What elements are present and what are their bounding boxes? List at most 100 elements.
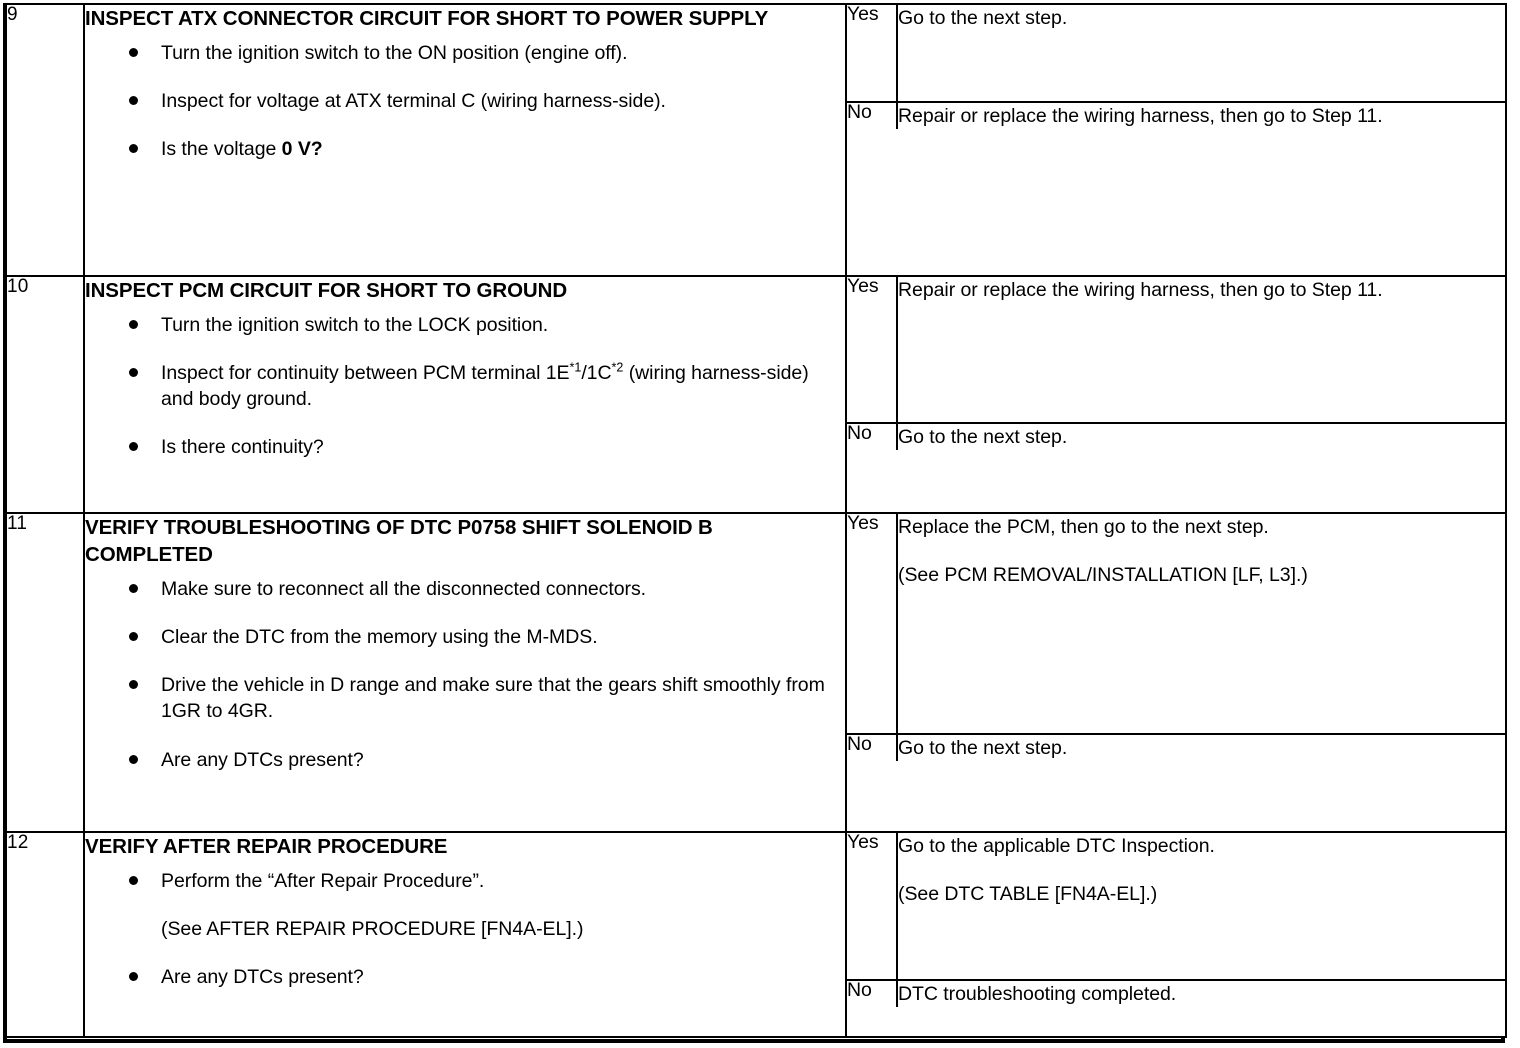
action-line: Go to the applicable DTC Inspection. [898, 835, 1215, 857]
step-number-cell: 10 [5, 275, 85, 514]
result-action-table: Yes Replace the PCM, then go to the next… [847, 513, 1505, 762]
list-item: Is the voltage 0 V? [129, 136, 845, 162]
result-action-group: Yes Replace the PCM, then go to the next… [845, 512, 1507, 833]
action-cell-no: Repair or replace the wiring harness, th… [897, 102, 1505, 129]
bullet-dot-icon [129, 96, 138, 106]
result-label-no: No [847, 423, 898, 451]
list-item-lead: Is the voltage [161, 138, 282, 161]
result-action-table: Yes Go to the applicable DTC Inspection.… [847, 832, 1505, 1008]
inspection-cell: VERIFY AFTER REPAIR PROCEDURE Perform th… [83, 831, 847, 1038]
result-label-no: No [847, 102, 898, 130]
action-line: Replace the PCM, then go to the next ste… [898, 516, 1269, 538]
list-item-text: Are any DTCs present? [161, 966, 364, 989]
step-number: 9 [7, 4, 18, 25]
bullet-dot-icon [129, 442, 138, 452]
action-line: DTC troubleshooting completed. [898, 983, 1177, 1005]
list-item: Inspect for voltage at ATX terminal C (w… [129, 88, 845, 114]
list-item-text: Turn the ignition switch to the ON posit… [161, 42, 628, 65]
inspection-bullet-list: Perform the “After Repair Procedure”. (S… [85, 868, 845, 990]
bullet-dot-icon [129, 144, 138, 154]
step-number-cell: 11 [5, 512, 85, 833]
step-number: 12 [7, 832, 29, 853]
result-label-no: No [847, 980, 898, 1008]
action-line: Go to the next step. [898, 737, 1068, 759]
result-row-yes: Yes Repair or replace the wiring harness… [847, 276, 1505, 424]
footnote-ref-1: *1 [569, 360, 582, 375]
table-row: 10 INSPECT PCM CIRCUIT FOR SHORT TO GROU… [5, 275, 1507, 514]
table-row: 9 INSPECT ATX CONNECTOR CIRCUIT FOR SHOR… [5, 3, 1507, 277]
list-item-text-pre: Inspect for continuity between PCM termi… [161, 362, 570, 385]
bullet-dot-icon [129, 48, 138, 58]
list-item-text-post: (wiring harness-side) and body ground. [161, 362, 809, 411]
result-action-table: Yes Go to the next step. No Repair or re… [847, 4, 1505, 130]
step-number-cell: 12 [5, 831, 85, 1038]
result-row-yes: Yes Go to the next step. [847, 4, 1505, 103]
bullet-dot-icon [129, 368, 138, 378]
inspection-cell: INSPECT ATX CONNECTOR CIRCUIT FOR SHORT … [83, 3, 847, 277]
result-row-no: No Repair or replace the wiring harness,… [847, 102, 1505, 130]
list-item: Inspect for continuity between PCM termi… [129, 360, 845, 412]
inspection-title: INSPECT PCM CIRCUIT FOR SHORT TO GROUND [85, 279, 568, 302]
result-label-yes: Yes [847, 276, 898, 424]
inspection-cell: INSPECT PCM CIRCUIT FOR SHORT TO GROUND … [83, 275, 847, 514]
action-reference: (See DTC TABLE [FN4A-EL].) [898, 883, 1158, 906]
step-number: 10 [7, 276, 29, 297]
action-line: Repair or replace the wiring harness, th… [898, 105, 1383, 127]
bullet-dot-icon [129, 876, 138, 886]
result-row-no: No DTC troubleshooting completed. [847, 980, 1505, 1008]
list-item-text: Make sure to reconnect all the disconnec… [161, 578, 647, 601]
action-cell-yes: Repair or replace the wiring harness, th… [897, 277, 1505, 424]
bullet-dot-icon [129, 584, 138, 594]
action-cell-yes: Replace the PCM, then go to the next ste… [897, 514, 1505, 735]
inspection-cell: VERIFY TROUBLESHOOTING OF DTC P0758 SHIF… [83, 512, 847, 833]
list-item: Make sure to reconnect all the disconnec… [129, 576, 845, 602]
list-item: Clear the DTC from the memory using the … [129, 624, 845, 650]
action-cell-no: Go to the next step. [897, 423, 1505, 450]
list-item-text: Is there continuity? [161, 436, 324, 459]
result-label-yes: Yes [847, 513, 898, 735]
step-number: 11 [7, 513, 28, 534]
action-line: Go to the next step. [898, 426, 1068, 448]
step-number-cell: 9 [5, 3, 85, 277]
list-item-text: Perform the “After Repair Procedure”. [161, 870, 485, 893]
result-action-group: Yes Go to the next step. No Repair or re… [845, 3, 1507, 277]
table-row: 12 VERIFY AFTER REPAIR PROCEDURE Perform… [5, 831, 1507, 1038]
list-item: Perform the “After Repair Procedure”. [129, 868, 845, 894]
inspection-bullet-list: Turn the ignition switch to the ON posit… [85, 40, 845, 162]
bullet-dot-icon [129, 754, 138, 764]
result-label-yes: Yes [847, 4, 898, 103]
bullet-dot-icon [129, 632, 138, 642]
result-label-yes: Yes [847, 832, 898, 981]
result-row-yes: Yes Go to the applicable DTC Inspection.… [847, 832, 1505, 981]
action-reference: (See PCM REMOVAL/INSTALLATION [LF, L3].) [898, 564, 1308, 587]
action-line: Repair or replace the wiring harness, th… [898, 279, 1383, 301]
table-row: 11 VERIFY TROUBLESHOOTING OF DTC P0758 S… [5, 512, 1507, 833]
result-action-table: Yes Repair or replace the wiring harness… [847, 276, 1505, 451]
result-row-no: No Go to the next step. [847, 423, 1505, 451]
result-action-group: Yes Repair or replace the wiring harness… [845, 275, 1507, 514]
inspection-bullet-list: Turn the ignition switch to the LOCK pos… [85, 312, 845, 461]
inspection-bullet-list: Make sure to reconnect all the disconnec… [85, 576, 845, 773]
bullet-dot-icon [129, 972, 138, 982]
list-item-text: Clear the DTC from the memory using the … [161, 626, 598, 649]
list-item-text: Are any DTCs present? [161, 748, 364, 771]
list-item-note: (See AFTER REPAIR PROCEDURE [FN4A-EL].) [129, 916, 845, 942]
action-cell-yes: Go to the applicable DTC Inspection. (Se… [897, 833, 1505, 981]
list-item: Are any DTCs present? [129, 747, 845, 773]
list-item-text: Turn the ignition switch to the LOCK pos… [161, 314, 549, 337]
list-item: Turn the ignition switch to the ON posit… [129, 40, 845, 66]
inspection-title: VERIFY TROUBLESHOOTING OF DTC P0758 SHIF… [85, 516, 713, 567]
list-item: Is there continuity? [129, 434, 845, 460]
list-item: Turn the ignition switch to the LOCK pos… [129, 312, 845, 338]
result-row-no: No Go to the next step. [847, 734, 1505, 762]
list-item-reference: (See AFTER REPAIR PROCEDURE [FN4A-EL].) [161, 918, 584, 941]
action-line: Go to the next step. [898, 7, 1068, 29]
action-cell-no: Go to the next step. [897, 734, 1505, 761]
list-item-emphasis: 0 V? [281, 138, 323, 161]
list-item: Are any DTCs present? [129, 964, 845, 990]
list-item-text-mid: /1C [581, 362, 612, 385]
result-label-no: No [847, 734, 898, 762]
list-item: Drive the vehicle in D range and make su… [129, 672, 845, 724]
inspection-title: INSPECT ATX CONNECTOR CIRCUIT FOR SHORT … [85, 7, 769, 30]
